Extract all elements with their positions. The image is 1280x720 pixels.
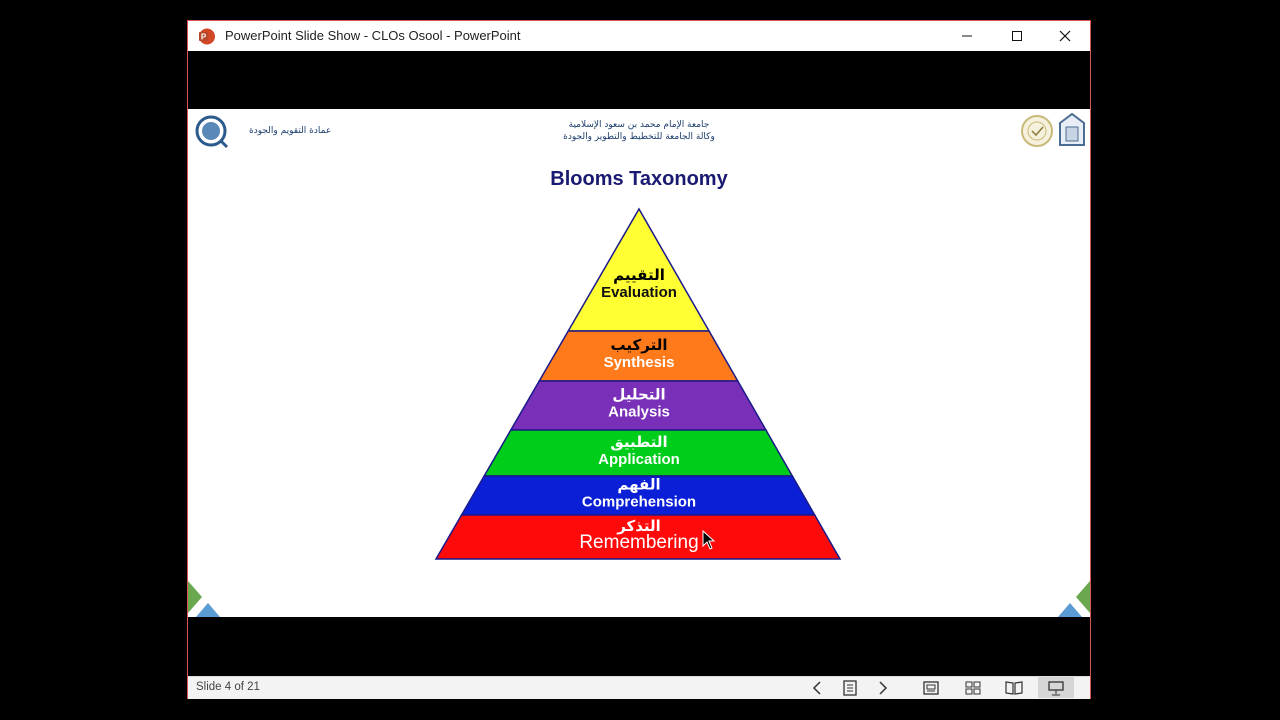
- level-label-en: Remembering: [579, 532, 698, 553]
- window-title: PowerPoint Slide Show - CLOs Osool - Pow…: [225, 28, 521, 43]
- normal-view-icon[interactable]: [921, 679, 941, 697]
- university-building-icon: [1059, 112, 1085, 146]
- level-label-ar: التطبيق: [610, 433, 667, 451]
- level-label-en: Analysis: [608, 404, 670, 421]
- powerpoint-app-icon: P: [199, 28, 215, 45]
- slide-counter: Slide 4 of 21: [196, 681, 260, 693]
- status-bar: Slide 4 of 21: [188, 676, 1090, 699]
- deanship-name: عمادة التقويم والجودة: [249, 126, 332, 136]
- university-name: جامعة الإمام محمد بن سعود الإسلامية: [568, 120, 710, 130]
- next-slide-icon[interactable]: [872, 679, 892, 697]
- slide-sorter-icon[interactable]: [963, 679, 983, 697]
- level-label-ar: الفهم: [617, 476, 660, 494]
- level-label-ar: التقييم: [613, 266, 665, 284]
- slide-show-button[interactable]: [1038, 677, 1074, 698]
- slide-show-icon: [1048, 681, 1064, 696]
- level-label-en: Evaluation: [601, 284, 677, 301]
- title-bar[interactable]: P PowerPoint Slide Show - CLOs Osool - P…: [188, 21, 1090, 51]
- quality-deanship-logo: [195, 115, 229, 149]
- reading-view-icon[interactable]: [1004, 679, 1024, 697]
- agency-name: وكالة الجامعة للتخطيط والتطوير والجودة: [563, 132, 715, 142]
- level-label-en: Comprehension: [582, 494, 696, 511]
- slide-notes-icon[interactable]: [840, 679, 860, 697]
- minimize-icon: [962, 35, 972, 37]
- minimize-button[interactable]: [944, 21, 990, 51]
- maximize-icon: [1012, 31, 1022, 41]
- level-label-en: Application: [598, 451, 680, 468]
- level-label-ar: التركيب: [611, 336, 668, 354]
- slide-canvas[interactable]: عمادة التقويم والجودة جامعة الإمام محمد …: [188, 109, 1090, 617]
- svg-text:P: P: [201, 33, 207, 42]
- powerpoint-window: P PowerPoint Slide Show - CLOs Osool - P…: [187, 20, 1091, 699]
- pyramid-level-remembering: [434, 514, 842, 560]
- maximize-button[interactable]: [994, 21, 1040, 51]
- slide-title: Blooms Taxonomy: [550, 168, 728, 190]
- level-label-ar: التذكر: [616, 517, 661, 535]
- corner-decoration-right: [1058, 581, 1090, 617]
- close-icon: [1059, 30, 1071, 42]
- previous-slide-icon[interactable]: [808, 679, 828, 697]
- accreditation-seal-icon: [1021, 115, 1053, 147]
- level-label-en: Synthesis: [604, 354, 675, 371]
- level-label-ar: التحليل: [612, 386, 665, 404]
- corner-decoration-left: [188, 581, 220, 617]
- close-button[interactable]: [1042, 21, 1088, 51]
- mouse-cursor-icon: [702, 530, 716, 550]
